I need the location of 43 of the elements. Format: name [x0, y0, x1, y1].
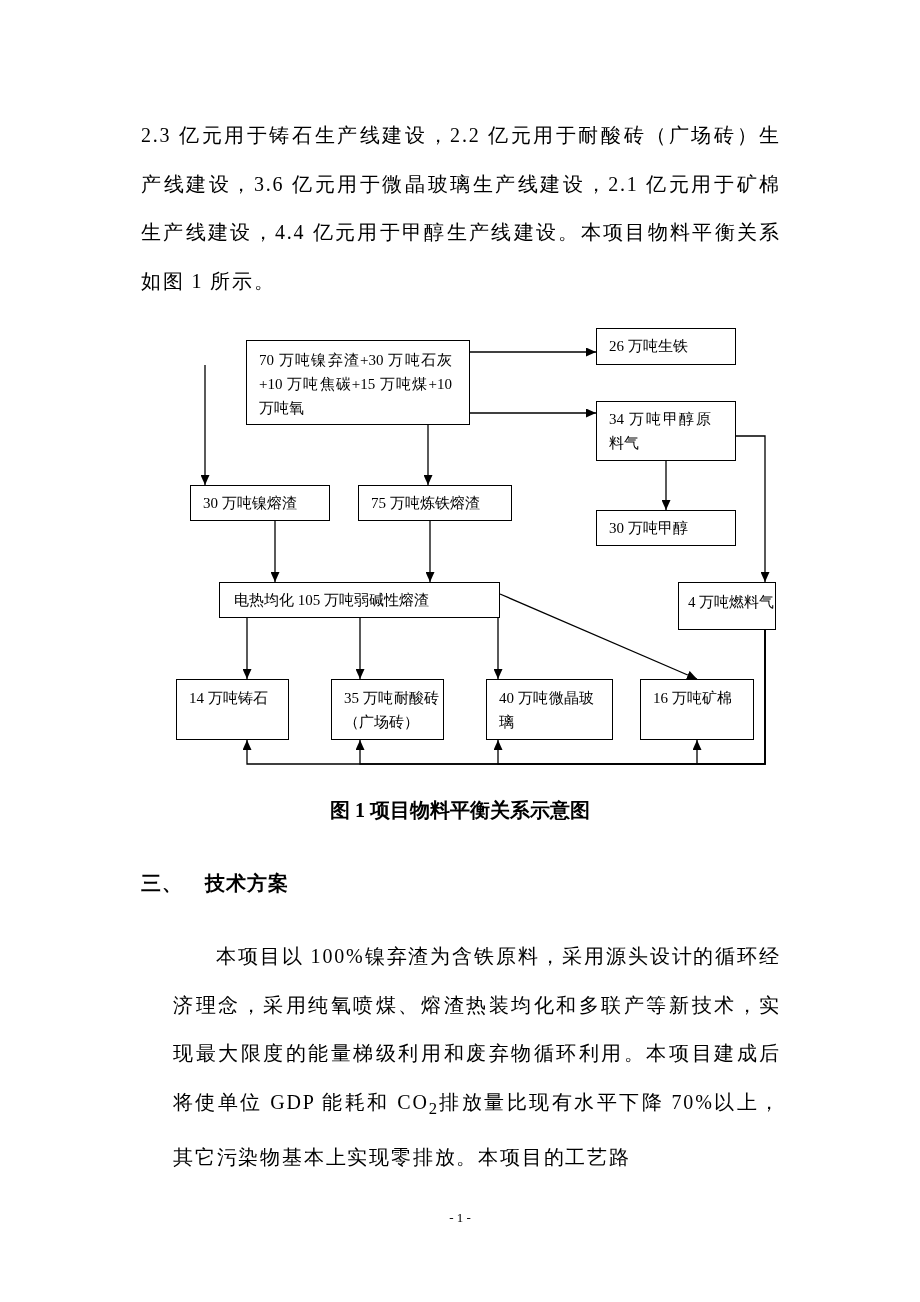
process-box [640, 679, 754, 740]
node-label: 75 万吨炼铁熔渣 [371, 494, 481, 513]
arrow [692, 629, 766, 765]
arrow [425, 520, 435, 583]
arrow [200, 364, 210, 486]
arrow [423, 424, 433, 486]
arrow [469, 347, 597, 357]
node-label: 电热均化 105 万吨弱碱性熔渣 [234, 591, 430, 610]
arrow [735, 435, 770, 583]
process-box [596, 328, 736, 365]
process-box [219, 582, 500, 618]
process-box [190, 485, 330, 521]
arrow [469, 408, 597, 418]
node-label: 30 万吨甲醇 [609, 519, 689, 538]
process-box [246, 340, 470, 425]
process-box [358, 485, 512, 521]
paragraph: 本项目以 100%镍弃渣为含铁原料，采用源头设计的循环经济理念，采用纯氧喷煤、熔渣热装均化和多联产等新技术，实现最大限度的能量梯级利用和废弃物循环利用。本项目建成后将使单位 GDP 能耗和 CO$_{2}$排放量比现有水平下降 70%以上，其它污染物基本上实现零排放。本项目的工艺路 [173, 944, 781, 1170]
node-label: 14 万吨铸石 [189, 689, 269, 708]
node-label: 34 万吨甲醇原料气 [609, 410, 711, 453]
node-label: 26 万吨生铁 [609, 337, 689, 356]
node-label: 30 万吨镍熔渣 [203, 494, 298, 513]
process-box [596, 401, 736, 461]
paragraph: 2.3 亿元用于铸石生产线建设，2.2 亿元用于耐酸砖（广场砖）生产线建设，3.6 亿元用于微晶玻璃生产线建设，2.1 亿元用于矿棉生产线建设，4.4 亿元用于甲醇生产线建设。本项目物料平衡关系如图 1 所示。 [141, 123, 781, 294]
arrow [242, 617, 252, 680]
process-box [596, 510, 736, 546]
arrow [355, 617, 365, 680]
section-number: 三、 [141, 871, 183, 895]
section-heading: 技术方案 [205, 871, 289, 895]
process-box [331, 679, 444, 740]
figure-caption: 图 1 项目物料平衡关系示意图 [329, 798, 591, 823]
arrow [270, 520, 280, 583]
node-label: 16 万吨矿棉 [653, 689, 733, 708]
arrow [499, 593, 698, 680]
arrow [661, 460, 671, 511]
node-label: 70 万吨镍弃渣+30 万吨石灰+10 万吨焦碳+15 万吨煤+10 万吨氧 [259, 351, 452, 418]
page-number: - 1 - [448, 1209, 472, 1227]
node-label: 35 万吨耐酸砖（广场砖） [344, 689, 439, 732]
process-box [678, 582, 776, 630]
process-box [176, 679, 289, 740]
node-label: 4 万吨燃料气 [688, 593, 775, 612]
arrow [493, 617, 503, 680]
node-label: 40 万吨微晶玻璃 [499, 689, 594, 732]
process-box [486, 679, 613, 740]
